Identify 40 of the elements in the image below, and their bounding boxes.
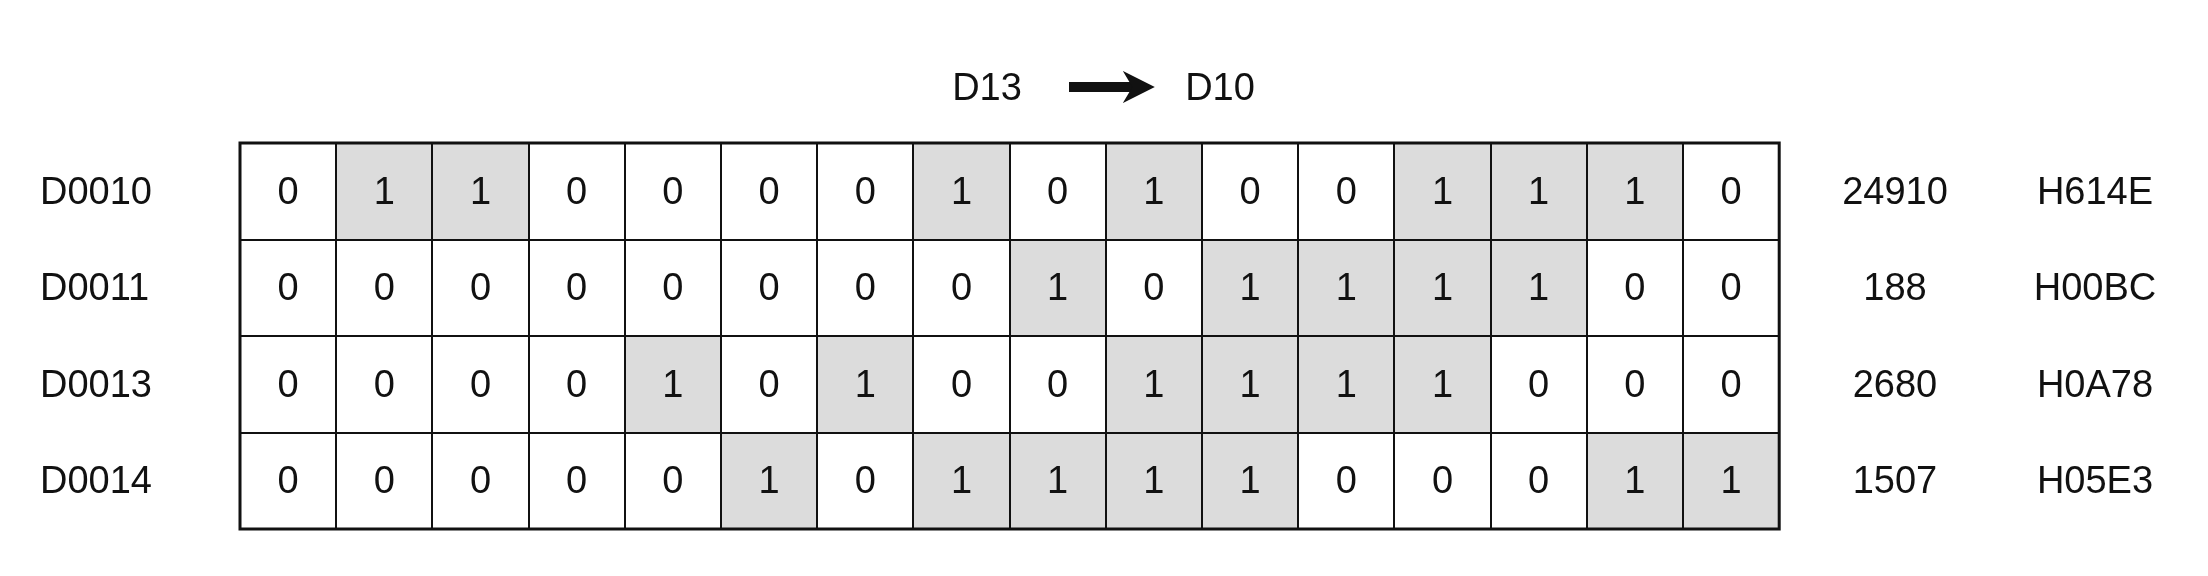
hex-value: H0A78 xyxy=(2035,361,2155,407)
row-label: D0010 xyxy=(40,168,153,214)
bit-cell: 1 xyxy=(623,335,722,434)
bit-cell: 1 xyxy=(431,142,530,241)
bit-cell: 1 xyxy=(720,431,819,530)
bit-cell: 1 xyxy=(1201,335,1300,434)
bit-cell: 1 xyxy=(1297,335,1396,434)
row-label: D0013 xyxy=(40,361,153,407)
register-label: D13 xyxy=(945,62,1029,112)
hex-value: H00BC xyxy=(2032,265,2158,311)
bit-cell: 1 xyxy=(1489,142,1588,241)
bit-cell: 1 xyxy=(1297,238,1396,337)
bit-cell: 1 xyxy=(1682,431,1781,530)
decimal-value: 24910 xyxy=(1841,168,1949,214)
register-label: D10 xyxy=(1178,62,1262,112)
bit-cell: 1 xyxy=(1489,238,1588,337)
bit-cell: 1 xyxy=(912,431,1011,530)
arrow xyxy=(1069,71,1155,103)
bit-cell: 1 xyxy=(1393,238,1492,337)
bit-cell: 1 xyxy=(1008,238,1107,337)
bit-cell: 1 xyxy=(1104,142,1203,241)
row-label: D0011 xyxy=(40,265,151,311)
bit-cell: 1 xyxy=(1008,431,1107,530)
row-label: D0014 xyxy=(40,458,153,504)
decimal-value: 1507 xyxy=(1851,458,1939,504)
bit-cell: 1 xyxy=(1201,238,1300,337)
bit-cell: 1 xyxy=(1201,431,1300,530)
bit-cell: 1 xyxy=(1393,335,1492,434)
bit-cell: 1 xyxy=(816,335,915,434)
bit-cell: 1 xyxy=(912,142,1011,241)
bit-cell: 1 xyxy=(1393,142,1492,241)
bit-cell: 1 xyxy=(1585,431,1684,530)
bit-cell: 1 xyxy=(335,142,434,241)
hex-value: H05E3 xyxy=(2035,458,2155,504)
bit-cell: 1 xyxy=(1104,335,1203,434)
bit-cell: 1 xyxy=(1585,142,1684,241)
decimal-value: 188 xyxy=(1862,265,1928,311)
hex-value: H614E xyxy=(2035,168,2155,214)
bit-cell: 1 xyxy=(1104,431,1203,530)
decimal-value: 2680 xyxy=(1851,361,1939,407)
